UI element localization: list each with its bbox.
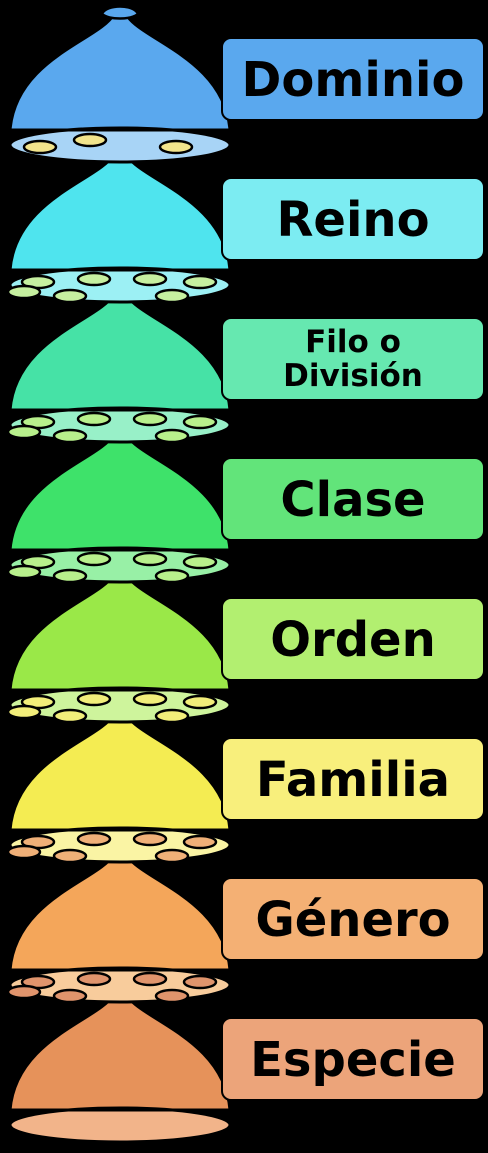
- level-familia: Familia: [8, 714, 484, 862]
- hole-filo-o-division-2: [78, 413, 110, 425]
- hole-orden-3: [134, 693, 166, 705]
- hole-clase-2: [78, 553, 110, 565]
- dome-dominio: [10, 14, 230, 130]
- hole-dominio-3: [160, 141, 192, 153]
- label-familia: Familia: [256, 752, 450, 808]
- label-filo-o-division-line-2: División: [283, 358, 423, 394]
- hole-familia-3: [134, 833, 166, 845]
- level-orden: Orden: [8, 574, 484, 722]
- hole-familia-2: [78, 833, 110, 845]
- label-orden: Orden: [270, 612, 436, 668]
- level-genero: Género: [8, 854, 484, 1002]
- hole-orden-5: [54, 710, 86, 722]
- dome-familia: [10, 714, 230, 830]
- base-especie: [10, 1108, 230, 1142]
- dome-especie: [10, 994, 230, 1110]
- level-dominio: Dominio: [10, 14, 484, 162]
- hole-reino-3: [134, 273, 166, 285]
- hole-familia-7: [8, 846, 40, 858]
- hole-familia-5: [54, 850, 86, 862]
- level-reino: Reino: [8, 154, 484, 302]
- hole-clase-3: [134, 553, 166, 565]
- hole-familia-6: [156, 850, 188, 862]
- dome-orden: [10, 574, 230, 690]
- hole-familia-4: [184, 836, 216, 848]
- hole-orden-4: [184, 696, 216, 708]
- hole-filo-o-division-6: [156, 430, 188, 442]
- hole-reino-6: [156, 290, 188, 302]
- hole-filo-o-division-4: [184, 416, 216, 428]
- hole-filo-o-division-7: [8, 426, 40, 438]
- level-clase: Clase: [8, 434, 484, 582]
- hole-dominio-2: [74, 134, 106, 146]
- dome-reino: [10, 154, 230, 270]
- top-knob: [102, 7, 138, 19]
- label-dominio: Dominio: [242, 52, 465, 108]
- hole-orden-6: [156, 710, 188, 722]
- hole-genero-2: [78, 973, 110, 985]
- hole-genero-7: [8, 986, 40, 998]
- hole-orden-7: [8, 706, 40, 718]
- hole-reino-2: [78, 273, 110, 285]
- hole-reino-5: [54, 290, 86, 302]
- label-reino: Reino: [276, 192, 429, 248]
- hole-dominio-1: [24, 141, 56, 153]
- hole-genero-6: [156, 990, 188, 1002]
- hole-clase-5: [54, 570, 86, 582]
- hole-genero-4: [184, 976, 216, 988]
- hole-genero-3: [134, 973, 166, 985]
- hole-filo-o-division-5: [54, 430, 86, 442]
- hole-reino-4: [184, 276, 216, 288]
- hole-reino-7: [8, 286, 40, 298]
- hole-orden-2: [78, 693, 110, 705]
- label-clase: Clase: [280, 472, 425, 528]
- label-filo-o-division-line-1: Filo o: [305, 324, 401, 360]
- hole-clase-4: [184, 556, 216, 568]
- label-especie: Especie: [250, 1032, 456, 1088]
- dome-genero: [10, 854, 230, 970]
- level-especie: Especie: [10, 994, 484, 1142]
- dome-filo-o-division: [10, 294, 230, 410]
- hole-genero-5: [54, 990, 86, 1002]
- label-genero: Género: [255, 892, 450, 948]
- hole-filo-o-division-3: [134, 413, 166, 425]
- hole-clase-7: [8, 566, 40, 578]
- dome-clase: [10, 434, 230, 550]
- hole-clase-6: [156, 570, 188, 582]
